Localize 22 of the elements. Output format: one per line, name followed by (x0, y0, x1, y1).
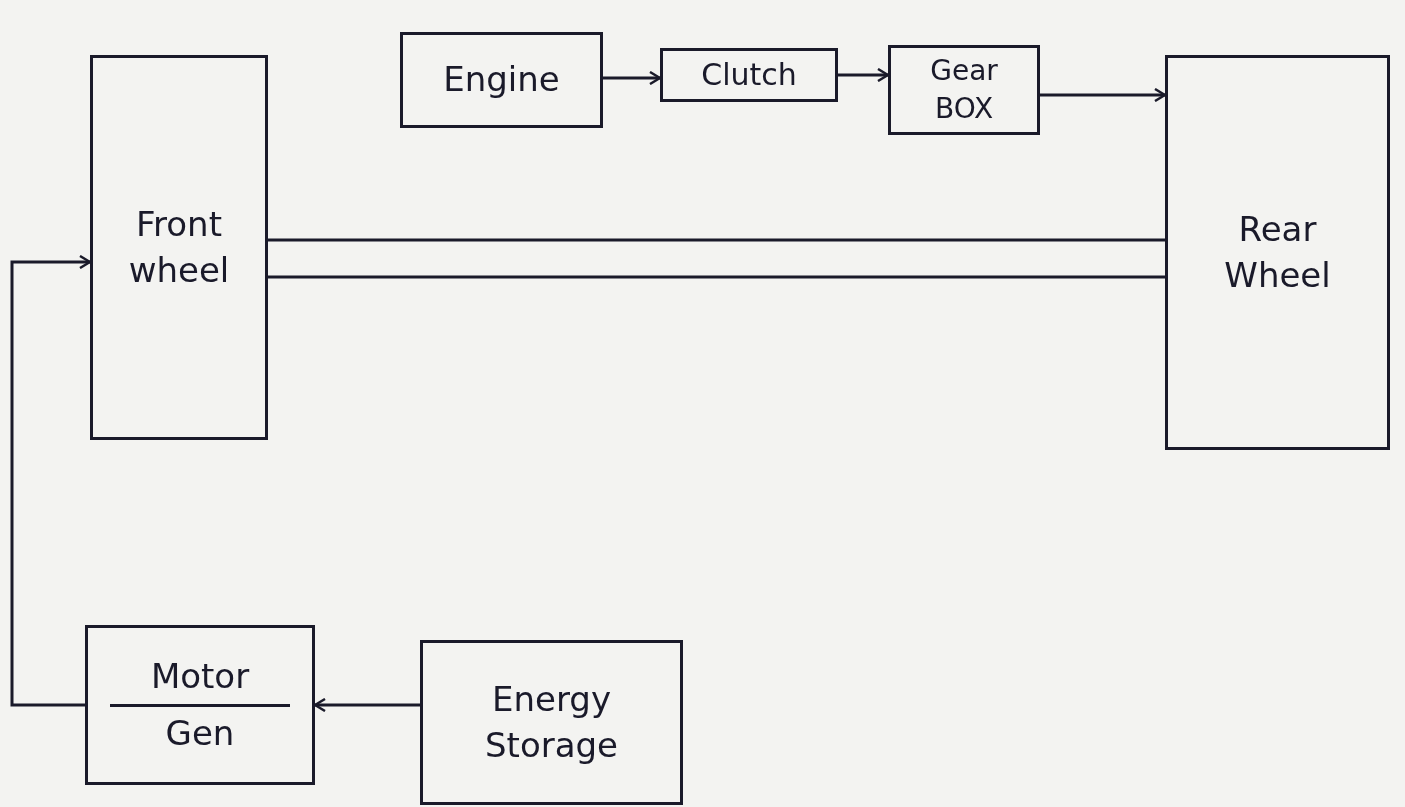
box-label: Energy Storage (484, 677, 619, 767)
arrow (838, 67, 890, 83)
process-box (660, 48, 838, 102)
box-label: Gear BOX (929, 53, 999, 127)
box-label: Front wheel (127, 202, 231, 292)
process-box (420, 640, 683, 805)
box-label: Motor (150, 654, 250, 698)
box-label: Engine (443, 58, 560, 102)
process-box (888, 45, 1040, 135)
box-label: Rear Wheel (1223, 207, 1332, 297)
process-box (85, 625, 315, 785)
process-box (1165, 55, 1390, 450)
arrow (603, 70, 662, 86)
arrow (10, 254, 92, 707)
process-box (90, 55, 268, 440)
box-label: Clutch (701, 55, 797, 94)
connector-line (268, 275, 1165, 279)
arrow (313, 697, 420, 713)
process-box (400, 32, 603, 128)
connector-line (268, 238, 1165, 242)
arrow (1040, 87, 1167, 103)
box-label: Gen (165, 711, 235, 755)
